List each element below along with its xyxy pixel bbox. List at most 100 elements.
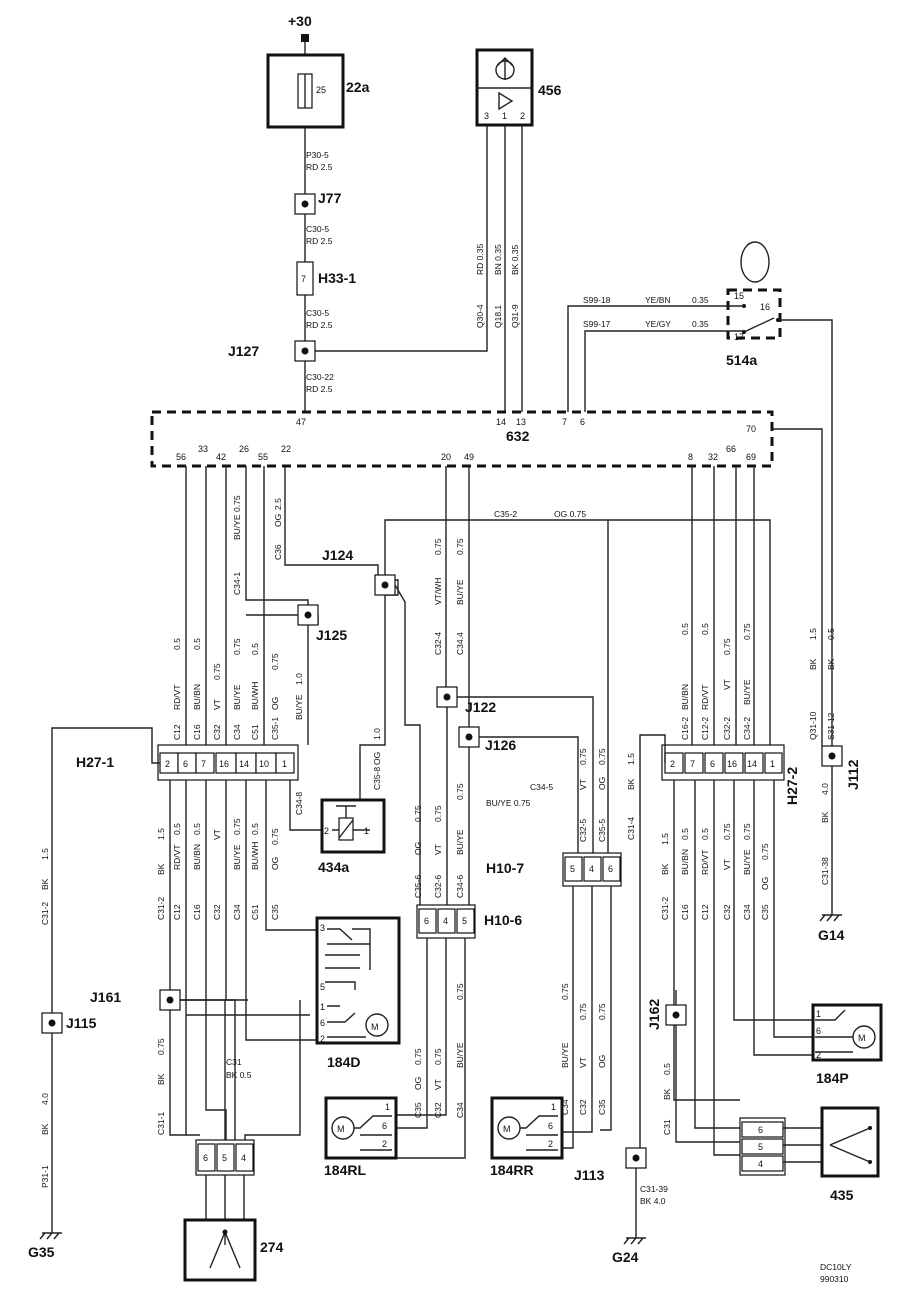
svg-text:1.5: 1.5 <box>808 628 818 640</box>
svg-text:C32: C32 <box>212 724 222 740</box>
j113-label: J113 <box>574 1167 605 1183</box>
svg-text:2: 2 <box>165 759 170 769</box>
svg-text:4: 4 <box>241 1153 246 1163</box>
svg-text:3: 3 <box>484 111 489 121</box>
svg-text:2: 2 <box>320 1034 325 1044</box>
svg-text:0.75: 0.75 <box>722 823 732 840</box>
module-435 <box>820 1106 880 1178</box>
footer-date: 990310 <box>820 1274 849 1284</box>
g24-label: G24 <box>612 1249 639 1265</box>
svg-text:BU/BN: BU/BN <box>192 844 202 870</box>
module-184RR-label: 184RR <box>490 1162 534 1178</box>
svg-text:17: 17 <box>734 332 744 342</box>
svg-text:VT: VT <box>433 1079 443 1090</box>
svg-text:6: 6 <box>608 864 613 874</box>
svg-text:YE/GY: YE/GY <box>645 319 671 329</box>
svg-text:15: 15 <box>734 291 744 301</box>
svg-text:VT: VT <box>722 679 732 690</box>
svg-text:C35: C35 <box>760 904 770 920</box>
svg-text:YE/BN: YE/BN <box>645 295 671 305</box>
h10-6-label: H10-6 <box>484 912 522 928</box>
svg-text:C30-22: C30-22 <box>306 372 334 382</box>
svg-text:49: 49 <box>464 452 474 462</box>
svg-text:2: 2 <box>382 1139 387 1149</box>
svg-text:47: 47 <box>296 417 306 427</box>
svg-text:6: 6 <box>816 1026 821 1036</box>
svg-text:69: 69 <box>746 452 756 462</box>
svg-text:1.0: 1.0 <box>372 728 382 740</box>
svg-text:C32-6: C32-6 <box>433 875 443 898</box>
module-274 <box>183 1218 257 1282</box>
svg-text:2: 2 <box>520 111 525 121</box>
svg-text:C34-1: C34-1 <box>232 572 242 595</box>
svg-text:0.5: 0.5 <box>700 623 710 635</box>
ground-g14-icon <box>819 914 842 922</box>
module-184P-label: 184P <box>816 1070 849 1086</box>
svg-text:C16: C16 <box>192 724 202 740</box>
svg-text:0.75: 0.75 <box>232 638 242 655</box>
svg-text:C32: C32 <box>722 904 732 920</box>
svg-text:BU/YE: BU/YE <box>455 1042 465 1068</box>
motor-icon <box>365 1013 389 1037</box>
svg-text:0.75: 0.75 <box>742 623 752 640</box>
svg-text:42: 42 <box>216 452 226 462</box>
svg-text:0.35: 0.35 <box>692 295 709 305</box>
svg-text:1: 1 <box>320 1002 325 1012</box>
svg-text:C32-5: C32-5 <box>578 819 588 842</box>
svg-text:Q30-4: Q30-4 <box>475 304 485 328</box>
svg-text:22: 22 <box>281 444 291 454</box>
svg-text:OG: OG <box>372 752 382 765</box>
module-632 <box>150 410 774 468</box>
svg-text:32: 32 <box>708 452 718 462</box>
svg-text:1.5: 1.5 <box>156 828 166 840</box>
svg-text:VT: VT <box>212 699 222 710</box>
svg-text:C32-4: C32-4 <box>433 632 443 655</box>
svg-text:0.5: 0.5 <box>680 828 690 840</box>
j126-label: J126 <box>485 737 516 753</box>
svg-text:S31-12: S31-12 <box>826 712 836 740</box>
svg-text:0.75: 0.75 <box>455 983 465 1000</box>
svg-text:0.75: 0.75 <box>270 828 280 845</box>
svg-text:20: 20 <box>441 452 451 462</box>
svg-text:C35: C35 <box>597 1099 607 1115</box>
svg-text:C35: C35 <box>413 1102 423 1118</box>
svg-text:BK: BK <box>156 863 166 875</box>
svg-text:C32: C32 <box>212 904 222 920</box>
svg-text:M: M <box>371 1022 379 1032</box>
svg-text:C51: C51 <box>250 904 260 920</box>
svg-text:C16-2: C16-2 <box>680 717 690 740</box>
svg-text:BK 0.5: BK 0.5 <box>226 1070 252 1080</box>
svg-text:BU/YE: BU/YE <box>742 679 752 705</box>
svg-text:7: 7 <box>690 759 695 769</box>
svg-text:0.75: 0.75 <box>742 823 752 840</box>
svg-text:P30-5: P30-5 <box>306 150 329 160</box>
svg-text:BU/YE: BU/YE <box>560 1042 570 1068</box>
svg-text:VT: VT <box>433 844 443 855</box>
svg-text:0.75: 0.75 <box>413 1048 423 1065</box>
svg-text:0.5: 0.5 <box>172 638 182 650</box>
svg-text:Q18.1: Q18.1 <box>493 305 503 328</box>
svg-text:OG: OG <box>413 842 423 855</box>
svg-text:8: 8 <box>688 452 693 462</box>
svg-text:RD 2.5: RD 2.5 <box>306 320 333 330</box>
svg-text:BK: BK <box>662 1088 672 1100</box>
svg-text:VT: VT <box>212 829 222 840</box>
svg-text:5: 5 <box>462 916 467 926</box>
svg-text:C35-1: C35-1 <box>270 717 280 740</box>
svg-text:C34: C34 <box>560 1099 570 1115</box>
module-184D <box>315 916 401 1045</box>
svg-text:BK: BK <box>156 1073 166 1085</box>
svg-text:6: 6 <box>580 417 585 427</box>
svg-text:6: 6 <box>548 1121 553 1131</box>
svg-text:C36: C36 <box>273 544 283 560</box>
svg-text:1: 1 <box>816 1009 821 1019</box>
svg-text:0.75: 0.75 <box>232 495 242 512</box>
module-274-label: 274 <box>260 1239 284 1255</box>
svg-text:1.5: 1.5 <box>660 833 670 845</box>
svg-text:0.75: 0.75 <box>578 748 588 765</box>
module-435-label: 435 <box>830 1187 854 1203</box>
h10-7-label: H10-7 <box>486 860 524 876</box>
svg-text:1: 1 <box>385 1102 390 1112</box>
svg-text:0.75: 0.75 <box>232 818 242 835</box>
svg-text:0.75: 0.75 <box>597 1003 607 1020</box>
